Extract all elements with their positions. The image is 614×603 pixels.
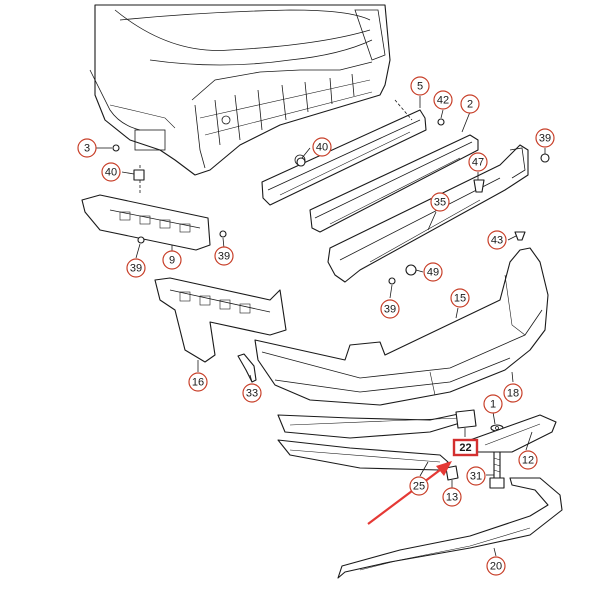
callout-12[interactable]: 12 — [518, 450, 538, 470]
callout-circle — [409, 476, 429, 496]
callout-label: 18 — [507, 388, 519, 400]
arrow-head — [436, 461, 452, 476]
pointer-arrow — [367, 461, 452, 525]
callout-label: 39 — [218, 251, 230, 263]
callout-circle — [518, 450, 538, 470]
callout-circle — [188, 372, 208, 392]
callout-18[interactable]: 18 — [503, 383, 523, 403]
callout-39[interactable]: 39 — [214, 246, 234, 266]
diffuser — [337, 477, 563, 579]
callout-label: 2 — [467, 99, 473, 111]
callout-group: 3 40 40 5 42 2 39 47 35 43 49 39 9 39 39 15 16 33 18 1 12 31 2… — [77, 76, 555, 576]
callout-circle — [450, 288, 470, 308]
callout-circle — [214, 246, 234, 266]
callout-circle — [312, 137, 332, 157]
callout-label: 40 — [316, 142, 328, 154]
callout-label: 35 — [434, 197, 446, 209]
callout-circle — [162, 250, 182, 270]
callout-40[interactable]: 40 — [101, 162, 121, 182]
callout-circle — [423, 262, 443, 282]
callout-49[interactable]: 49 — [423, 262, 443, 282]
callout-9[interactable]: 9 — [162, 250, 182, 270]
callout-label: 25 — [413, 481, 425, 493]
callout-40[interactable]: 40 — [312, 137, 332, 157]
callout-circle — [460, 94, 480, 114]
callout-circle — [503, 383, 523, 403]
callout-39[interactable]: 39 — [126, 258, 146, 278]
callout-label: 47 — [472, 157, 484, 169]
leader-lines — [96, 96, 546, 557]
callout-label: 31 — [470, 471, 482, 483]
callout-16[interactable]: 16 — [188, 372, 208, 392]
callout-label: 39 — [539, 133, 551, 145]
car-body-rear — [89, 4, 391, 176]
callout-label: 5 — [417, 81, 423, 93]
callout-label: 40 — [105, 167, 117, 179]
callout-label: 3 — [84, 143, 90, 155]
callout-39[interactable]: 39 — [380, 299, 400, 319]
highlight-box — [452, 438, 479, 457]
callout-circle — [468, 152, 488, 172]
callout-circle — [466, 466, 486, 486]
callout-3[interactable]: 3 — [77, 138, 97, 158]
callout-label: 12 — [522, 455, 534, 467]
callout-label: 16 — [192, 377, 204, 389]
callout-circle — [410, 76, 430, 96]
callout-label: 39 — [130, 263, 142, 275]
lower-trim — [277, 411, 471, 439]
trim-clip — [237, 353, 257, 383]
callout-circle — [77, 138, 97, 158]
callout-label: 49 — [427, 267, 439, 279]
mount-bracket — [469, 414, 557, 453]
impact-bar — [261, 99, 427, 206]
callout-label: 39 — [384, 304, 396, 316]
callout-33[interactable]: 33 — [242, 383, 262, 403]
callout-25[interactable]: 25 — [409, 476, 429, 496]
callout-label: 15 — [454, 293, 466, 305]
callout-35[interactable]: 35 — [430, 192, 450, 212]
spoiler-strip — [277, 439, 449, 471]
callout-label: 43 — [491, 235, 503, 247]
callout-42[interactable]: 42 — [433, 90, 453, 110]
callout-circle — [380, 299, 400, 319]
callout-20[interactable]: 20 — [486, 556, 506, 576]
fasteners — [112, 118, 550, 285]
bumper-cover — [254, 247, 549, 406]
energy-absorber — [309, 134, 479, 233]
callout-circle — [442, 487, 462, 507]
callout-circle — [535, 128, 555, 148]
clip-nut — [445, 465, 459, 481]
cover-cap — [455, 409, 477, 429]
highlight-callout-22[interactable]: 22 — [452, 438, 479, 457]
callout-1[interactable]: 1 — [483, 394, 503, 414]
callout-13[interactable]: 13 — [442, 487, 462, 507]
callout-47[interactable]: 47 — [468, 152, 488, 172]
callout-31[interactable]: 31 — [466, 466, 486, 486]
arrow-shaft — [367, 469, 441, 525]
callout-43[interactable]: 43 — [487, 230, 507, 250]
callout-circle — [483, 394, 503, 414]
callout-circle — [101, 162, 121, 182]
callout-label: 9 — [169, 255, 175, 267]
bolt — [489, 451, 505, 489]
callout-circle — [126, 258, 146, 278]
highlight-label: 22 — [459, 442, 471, 454]
callout-label: 13 — [446, 492, 458, 504]
callout-label: 42 — [437, 95, 449, 107]
callout-label: 1 — [490, 399, 496, 411]
callout-15[interactable]: 15 — [450, 288, 470, 308]
callout-circle — [433, 90, 453, 110]
side-bracket-left — [81, 165, 211, 251]
callout-circle — [486, 556, 506, 576]
callout-label: 33 — [246, 388, 258, 400]
lower-bracket — [154, 277, 287, 363]
callout-5[interactable]: 5 — [410, 76, 430, 96]
callout-circle — [487, 230, 507, 250]
callout-label: 20 — [490, 561, 502, 573]
callout-39[interactable]: 39 — [535, 128, 555, 148]
callout-circle — [430, 192, 450, 212]
callout-2[interactable]: 2 — [460, 94, 480, 114]
callout-circle — [242, 383, 262, 403]
